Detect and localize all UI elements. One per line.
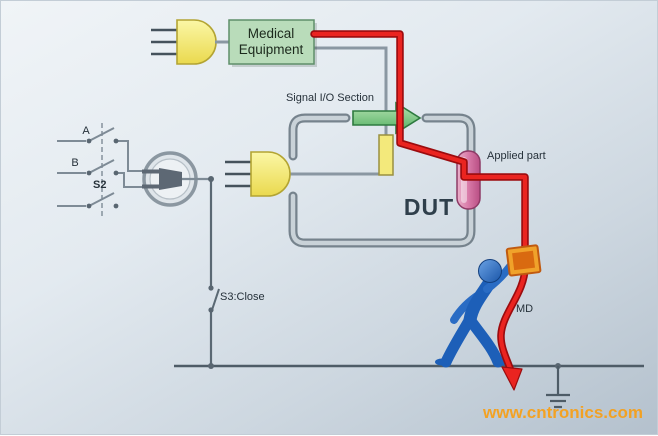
medical-equipment-box: Medical Equipment (228, 19, 317, 67)
leakage-current-path (310, 30, 529, 391)
pole-a-label: A (82, 125, 90, 137)
pole-b-label: B (71, 157, 78, 169)
md-label: MD (516, 303, 533, 315)
medical-equipment-label-1: Medical (248, 26, 295, 41)
medical-equipment-label-2: Equipment (239, 42, 304, 57)
dut-label: DUT (404, 194, 454, 220)
s2-label: S2 (93, 179, 106, 191)
earth-ground-symbol (546, 366, 570, 409)
signal-io-label: Signal I/O Section (286, 92, 374, 104)
mains-plug-top-icon (151, 19, 229, 65)
switch-s2-circuit (57, 123, 142, 216)
md-device-box (505, 244, 542, 277)
current-arrowhead (501, 366, 523, 391)
junction-dot-left (208, 363, 214, 369)
internal-component (378, 134, 394, 176)
dut-enclosure (288, 113, 476, 248)
plug-prong-bottom (142, 184, 160, 189)
applied-part-label: Applied part (487, 150, 546, 162)
mains-plug-dut-icon (225, 151, 386, 197)
plug-prong-top (142, 169, 160, 174)
s2-contacts (86, 138, 119, 209)
s3-branch (209, 179, 220, 366)
signal-wire-gray (314, 46, 388, 141)
person-right-leg (465, 315, 504, 368)
s3-contacts (208, 176, 214, 313)
watermark-text: www.cntronics.com (482, 403, 643, 422)
plug-body (159, 168, 182, 190)
person-left-leg (440, 313, 476, 368)
person-left-foot (435, 358, 449, 366)
s2-to-socket-wire-1 (116, 140, 142, 172)
md-device-face (512, 250, 536, 271)
s2-to-socket-wire-2 (116, 172, 142, 188)
mains-plug-symbol (142, 151, 211, 207)
s3-label: S3:Close (220, 291, 265, 303)
person-head (478, 259, 502, 283)
